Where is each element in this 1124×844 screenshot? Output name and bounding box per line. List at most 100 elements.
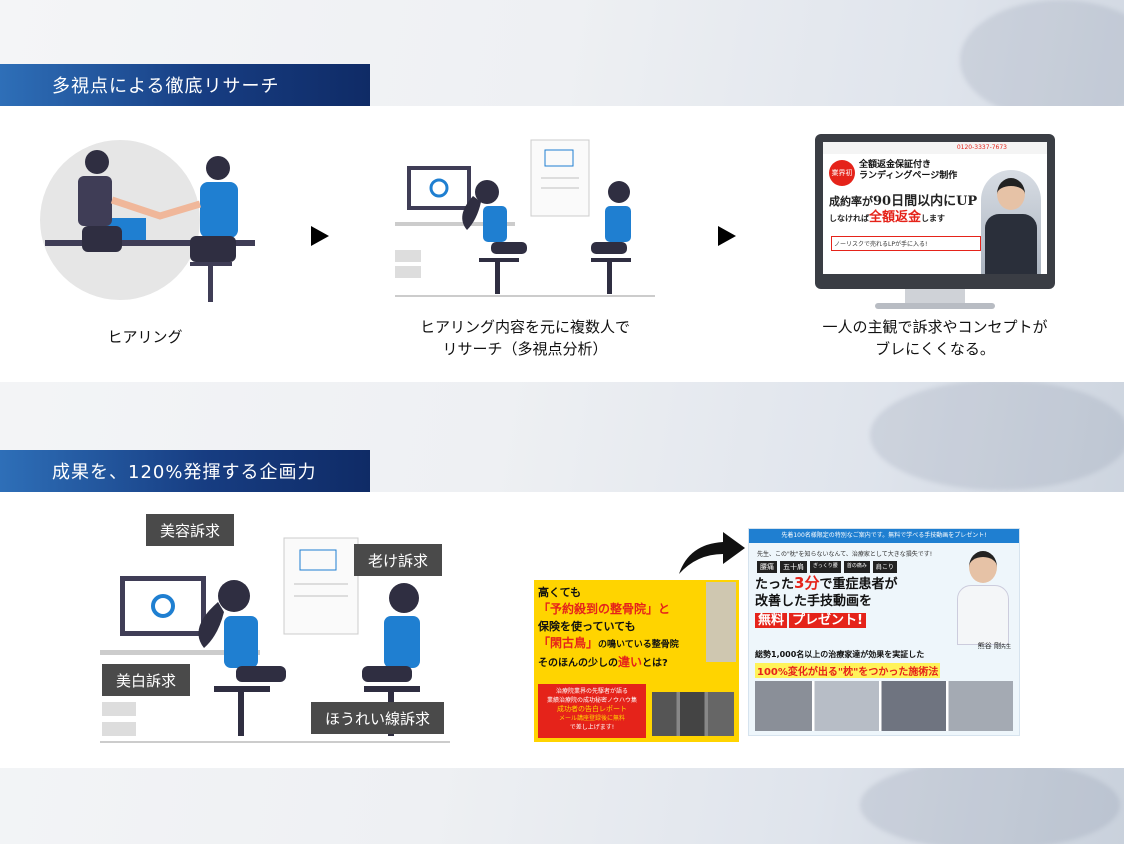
step-arrow xyxy=(311,226,329,246)
person-hair xyxy=(462,196,481,230)
document xyxy=(283,537,359,635)
desk xyxy=(395,222,515,226)
lp-yellow-photo xyxy=(706,582,736,662)
step-caption-hearing: ヒアリング xyxy=(107,328,183,346)
person-head xyxy=(206,156,230,180)
lp-monitor: 0120-3337-7673 業界初 全額返金保証付き ランディングページ制作 … xyxy=(815,134,1055,289)
lp-blue-person xyxy=(953,549,1013,645)
person-body xyxy=(200,182,238,238)
table xyxy=(45,240,255,246)
person-legs xyxy=(491,242,527,254)
document xyxy=(530,139,590,217)
person-body xyxy=(605,206,631,242)
chip: 首の痛み xyxy=(843,561,870,573)
chip: ぎっくり腰 xyxy=(810,561,841,573)
lp-yellow-banner: 高くても 「予約殺到の整骨院」と 保険を使っていても 「閑古鳥」の鳴いている整骨… xyxy=(534,580,739,742)
stool-leg xyxy=(607,262,612,294)
section-header-research: 多視点による徹底リサーチ xyxy=(0,64,370,106)
section-title: 多視点による徹底リサーチ xyxy=(52,76,280,97)
background-blob xyxy=(870,380,1124,490)
tag-nasolabial-appeal: ほうれい線訴求 xyxy=(311,702,445,734)
person-head xyxy=(389,583,419,613)
hearing-illustration xyxy=(40,140,255,302)
lp-blue-line4: 総勢1,000名以上の治療家達が効果を実証した xyxy=(755,650,925,659)
research-illustration xyxy=(395,139,655,297)
stool xyxy=(479,258,519,262)
monitor-screen xyxy=(125,581,201,631)
person-head xyxy=(608,181,630,203)
step-arrow xyxy=(718,226,736,246)
lp-blue-line5: 100%変化が出る"枕"をつかった施術法 xyxy=(755,663,941,678)
chip: 五十肩 xyxy=(780,561,807,573)
stool-leg xyxy=(238,692,244,736)
drawer xyxy=(102,722,136,736)
lp-person-photo xyxy=(981,170,1041,274)
lp-headline: 全額返金保証付き ランディングページ制作 xyxy=(859,160,958,181)
monitor-base xyxy=(875,303,995,309)
section-header-planning: 成果を、120%発揮する企画力 xyxy=(0,450,370,492)
chip: 腰痛 xyxy=(757,561,777,573)
tag-beauty-appeal: 美容訴求 xyxy=(146,514,235,546)
person-body xyxy=(384,616,420,668)
section-title: 成果を、120%発揮する企画力 xyxy=(52,462,317,483)
stool xyxy=(190,262,232,266)
stool xyxy=(364,686,420,692)
lp-blue-chips: 腰痛 五十肩 ぎっくり腰 首の痛み 肩こり xyxy=(757,561,897,573)
lp-blue-banner: 先着100名様限定の特別なご案内です。無料で学べる手技動画をプレゼント! 先生、… xyxy=(748,528,1020,736)
lp-blue-intro: 先生、この"枕"を知らないなんて、治療家として大きな損失です! xyxy=(757,551,933,558)
monitor-screen xyxy=(411,170,467,206)
tag-aging-appeal: 老け訴求 xyxy=(354,544,443,576)
planning-illustration xyxy=(100,537,450,743)
lp-badge: 業界初 xyxy=(829,160,855,186)
person-head xyxy=(475,180,499,204)
person-legs xyxy=(591,242,627,254)
chip: 肩こり xyxy=(872,561,897,573)
doc-icon-box xyxy=(299,549,337,571)
gear-icon xyxy=(429,178,449,198)
lp-yellow-books xyxy=(652,692,734,736)
person-suit xyxy=(985,214,1037,274)
lp-blue-top-bar: 先着100名様限定の特別なご案内です。無料で学べる手技動画をプレゼント! xyxy=(749,529,1019,543)
background-blob xyxy=(860,760,1120,844)
drawer xyxy=(395,266,421,278)
person-head xyxy=(997,178,1025,210)
person-coat xyxy=(957,585,1009,645)
person-body xyxy=(78,176,112,226)
step-caption-research: ヒアリング内容を元に複数人で リサーチ（多視点分析） xyxy=(419,318,630,358)
person-head xyxy=(85,150,109,174)
person-body xyxy=(483,206,507,242)
stool-leg xyxy=(208,266,213,302)
lp-main-copy: 成約率が90日間以内にUP しなければ全額返金します xyxy=(829,194,978,225)
person-legs xyxy=(82,226,122,252)
drawer xyxy=(102,702,136,716)
step-caption-result: 一人の主観で訴求やコンセプトが ブレにくくなる。 xyxy=(822,318,1048,358)
stool xyxy=(214,686,270,692)
person-legs xyxy=(362,666,412,682)
gear-icon xyxy=(151,594,175,618)
lp-monitor-screen: 0120-3337-7673 業界初 全額返金保証付き ランディングページ制作 … xyxy=(823,142,1047,274)
lp-blue-headline: たった3分で重症患者が 改善した手技動画を 無料プレゼント! xyxy=(755,574,898,628)
background-blob xyxy=(960,0,1124,120)
desk xyxy=(100,650,260,655)
stool-leg xyxy=(495,262,500,294)
person-hair xyxy=(198,602,224,648)
drawer xyxy=(395,250,421,262)
doc-icon-box xyxy=(544,149,574,167)
lp-yellow-copy: 高くても 「予約殺到の整骨院」と 保険を使っていても 「閑古鳥」の鳴いている整骨… xyxy=(538,586,679,669)
person-legs xyxy=(236,666,286,682)
handshake-arms xyxy=(110,196,202,220)
lp-top-bar: 0120-3337-7673 xyxy=(823,142,1047,154)
tag-whitening-appeal: 美白訴求 xyxy=(102,664,191,696)
person-head xyxy=(218,580,250,612)
lp-yellow-box: 治療院業界の先駆者が語る 業績治療院の成功秘密ノウハウ集 成功者の告白レポート … xyxy=(538,684,646,738)
lp-blue-person-name: 熊谷 剛先生 xyxy=(977,642,1011,650)
person-head xyxy=(969,551,997,583)
stool xyxy=(591,258,631,262)
lp-blue-photo-strip xyxy=(755,681,1013,731)
lp-sub-copy: ノーリスクで売れるLPが手に入る! xyxy=(831,236,981,251)
person-legs xyxy=(190,236,236,262)
person-body xyxy=(224,616,258,668)
monitor-stand xyxy=(905,289,965,305)
curved-arrow-icon xyxy=(679,532,745,574)
lp-phone: 0120-3337-7673 xyxy=(956,144,1007,151)
